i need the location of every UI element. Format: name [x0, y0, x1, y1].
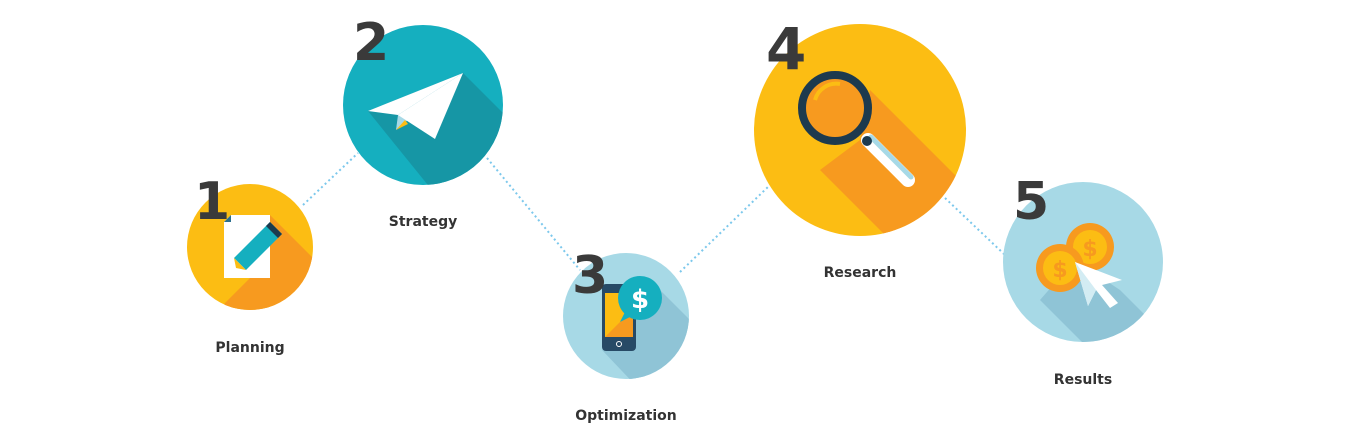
connector-2-3: [486, 157, 581, 271]
step-2-number: 2: [353, 13, 390, 73]
step-2-label: Strategy: [388, 214, 458, 230]
connector-4-5: [944, 197, 1006, 256]
step-1-number: 1: [194, 172, 231, 232]
svg-text:$: $: [1052, 258, 1067, 283]
step-3-label: Optimization: [575, 408, 677, 424]
svg-text:$: $: [631, 285, 649, 315]
connector-1-2: [302, 152, 359, 206]
pencil-paper-icon: [224, 215, 282, 278]
connectors: [302, 152, 1006, 273]
step-4-label: Research: [823, 265, 897, 281]
connector-3-4: [679, 184, 771, 273]
paper-plane-icon: [368, 73, 463, 139]
magnifier-icon: [798, 71, 915, 187]
svg-text:$: $: [1082, 237, 1097, 262]
step-5-number: 5: [1013, 172, 1050, 232]
step-1-label: Planning: [215, 340, 285, 356]
coins-cursor-icon: $ $: [1036, 223, 1122, 308]
step-3-number: 3: [572, 246, 609, 306]
phone-dollar-icon: $: [602, 276, 662, 351]
step-5-label: Results: [1053, 372, 1113, 388]
step-4-number: 4: [766, 15, 807, 83]
